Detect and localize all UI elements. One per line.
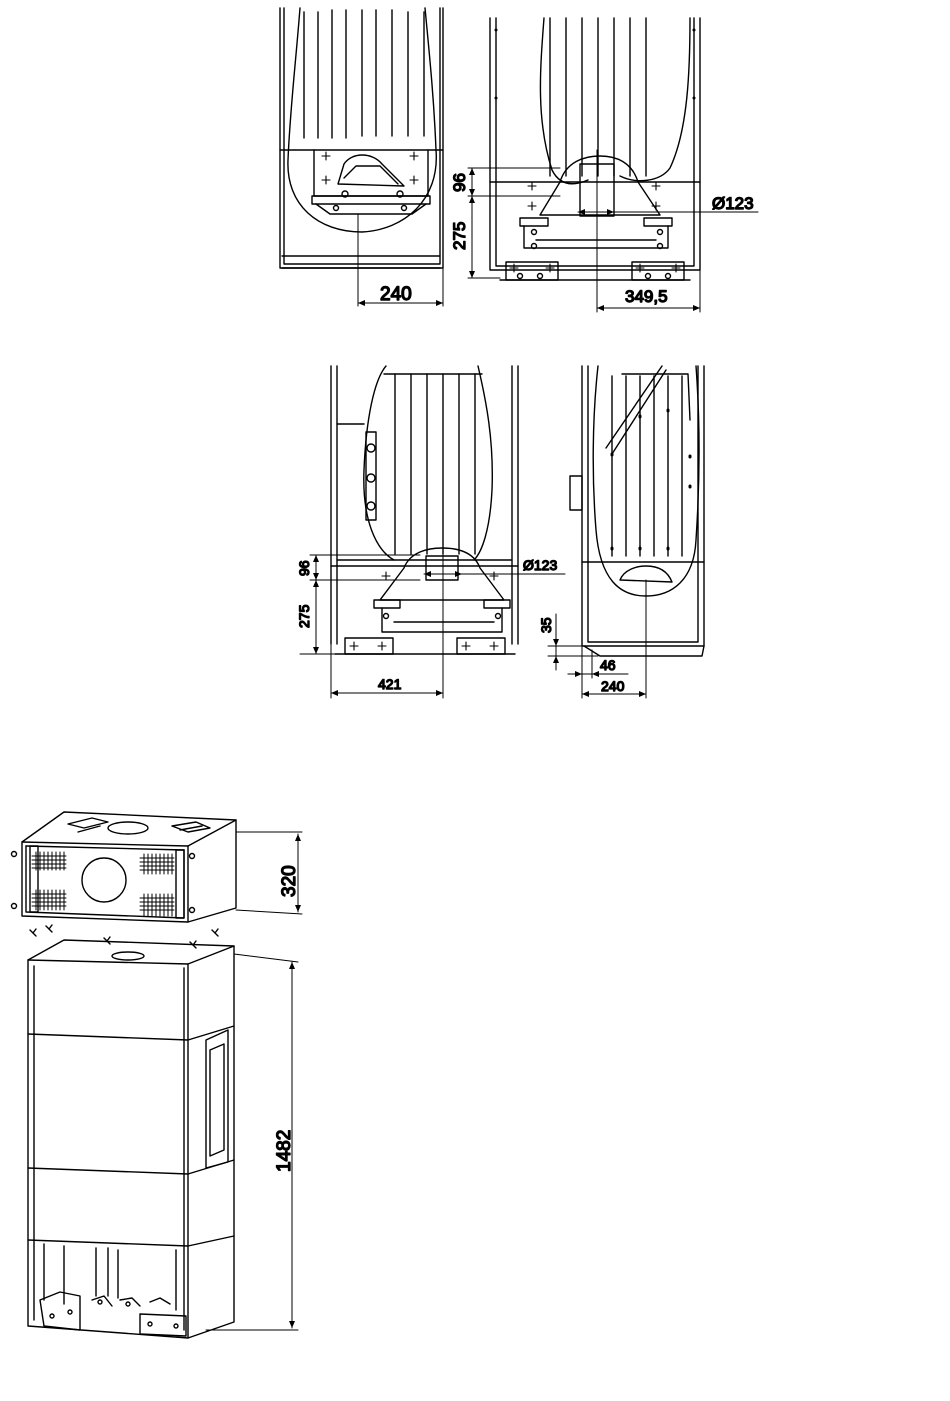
dim-iso-body-height: 1482 [274, 1130, 295, 1172]
dim-top-right-width: 349,5 [625, 287, 668, 306]
dim-iso-top-height: 320 [279, 865, 300, 897]
side-view-top-left [280, 8, 443, 306]
side-view-middle-right [548, 366, 704, 698]
dim-mid-diameter: Ø123 [523, 557, 557, 573]
dim-top-upper-height: 96 [450, 173, 469, 192]
dim-top-left-width: 240 [380, 284, 412, 305]
isometric-dimensions [206, 832, 302, 1330]
dim-top-right-diameter: Ø123 [712, 194, 754, 213]
dim-mid-lower-height: 275 [296, 604, 312, 628]
dim-top-lower-height: 275 [450, 222, 469, 250]
dim-mid-upper-height: 96 [296, 560, 312, 576]
isometric-body [28, 940, 234, 1338]
dim-side-width: 240 [601, 678, 625, 694]
dim-side-height: 35 [538, 617, 554, 633]
dim-side-offset: 46 [600, 657, 616, 673]
front-view-middle-left [300, 366, 565, 698]
isometric-top-module [12, 812, 237, 948]
front-view-top-right [468, 18, 758, 312]
dim-mid-width: 421 [378, 676, 402, 692]
